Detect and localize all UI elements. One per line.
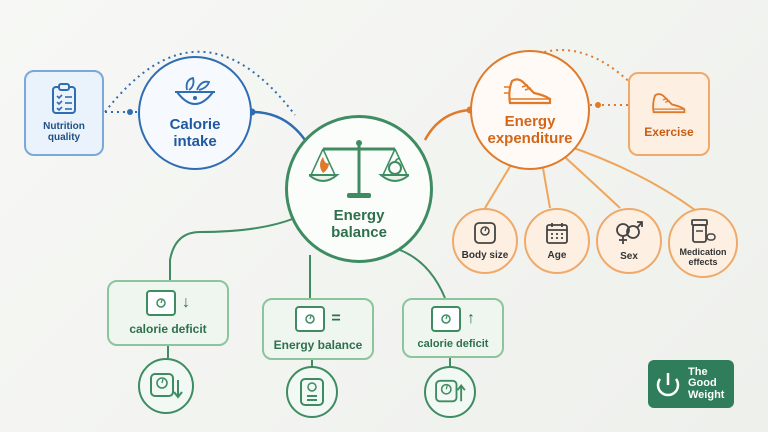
energy-balance-center-node: Energy balance: [285, 115, 433, 263]
scale-icon: [474, 221, 496, 244]
outcome-energy-balance-card: = Energy balance: [262, 298, 374, 360]
exercise-label: Exercise: [644, 125, 694, 139]
balance-scale-icon: [309, 139, 409, 198]
scale-icon: [295, 306, 326, 332]
factor-medication-effects: Medication effects: [668, 208, 738, 278]
outcome-label: calorie deficit: [417, 338, 489, 350]
factor-body-size: Body size: [452, 208, 518, 274]
factor-age: Age: [524, 208, 590, 274]
result-weight-loss-icon: [138, 358, 194, 414]
down-arrow-symbol: ↓: [182, 294, 190, 311]
logo-line-1: The: [688, 365, 708, 378]
gender-icon: [616, 220, 643, 244]
logo-line-3: Weight: [688, 388, 725, 401]
energy-balance-center-label: Energy balance: [331, 206, 387, 241]
logo-scale-icon: [656, 373, 680, 397]
outcome-calorie-deficit-card: ↓ calorie deficit: [107, 280, 229, 346]
factor-age-label: Age: [547, 249, 567, 261]
salad-bowl-icon: [174, 76, 216, 105]
energy-expenditure-label: Energy expenditure: [487, 112, 573, 147]
calorie-intake-label: Calorie intake: [169, 115, 221, 150]
outcome-calorie-surplus-card: ↑ calorie deficit: [402, 298, 504, 358]
clipboard-checklist-icon: [52, 82, 76, 114]
result-weight-gain-icon: [424, 366, 476, 418]
pill-bottle-icon: [691, 218, 716, 243]
the-good-weight-logo: The Good Weight: [648, 360, 734, 408]
scale-icon: [431, 306, 461, 332]
factor-sex-label: Sex: [620, 250, 638, 262]
running-shoe-icon: [504, 78, 552, 104]
equals-symbol: =: [331, 310, 341, 327]
calorie-intake-node: Calorie intake: [138, 56, 252, 170]
factor-body-size-label: Body size: [461, 249, 509, 261]
logo-line-2: Good: [688, 377, 717, 390]
sneaker-icon: [652, 93, 686, 114]
up-arrow-symbol: ↑: [467, 310, 475, 327]
scale-icon: [146, 290, 176, 316]
energy-expenditure-node: Energy expenditure: [470, 50, 590, 170]
result-weight-stable-icon: [286, 366, 338, 418]
outcome-label: Energy balance: [273, 338, 363, 352]
nutrition-quality-card: Nutrition quality: [24, 70, 104, 156]
exercise-card: Exercise: [628, 72, 710, 156]
calendar-icon: [546, 222, 568, 244]
nutrition-quality-label: Nutrition quality: [43, 120, 85, 144]
factor-medication-label: Medication effects: [679, 246, 727, 267]
factor-sex: Sex: [596, 208, 662, 274]
outcome-label: calorie deficit: [129, 322, 207, 336]
